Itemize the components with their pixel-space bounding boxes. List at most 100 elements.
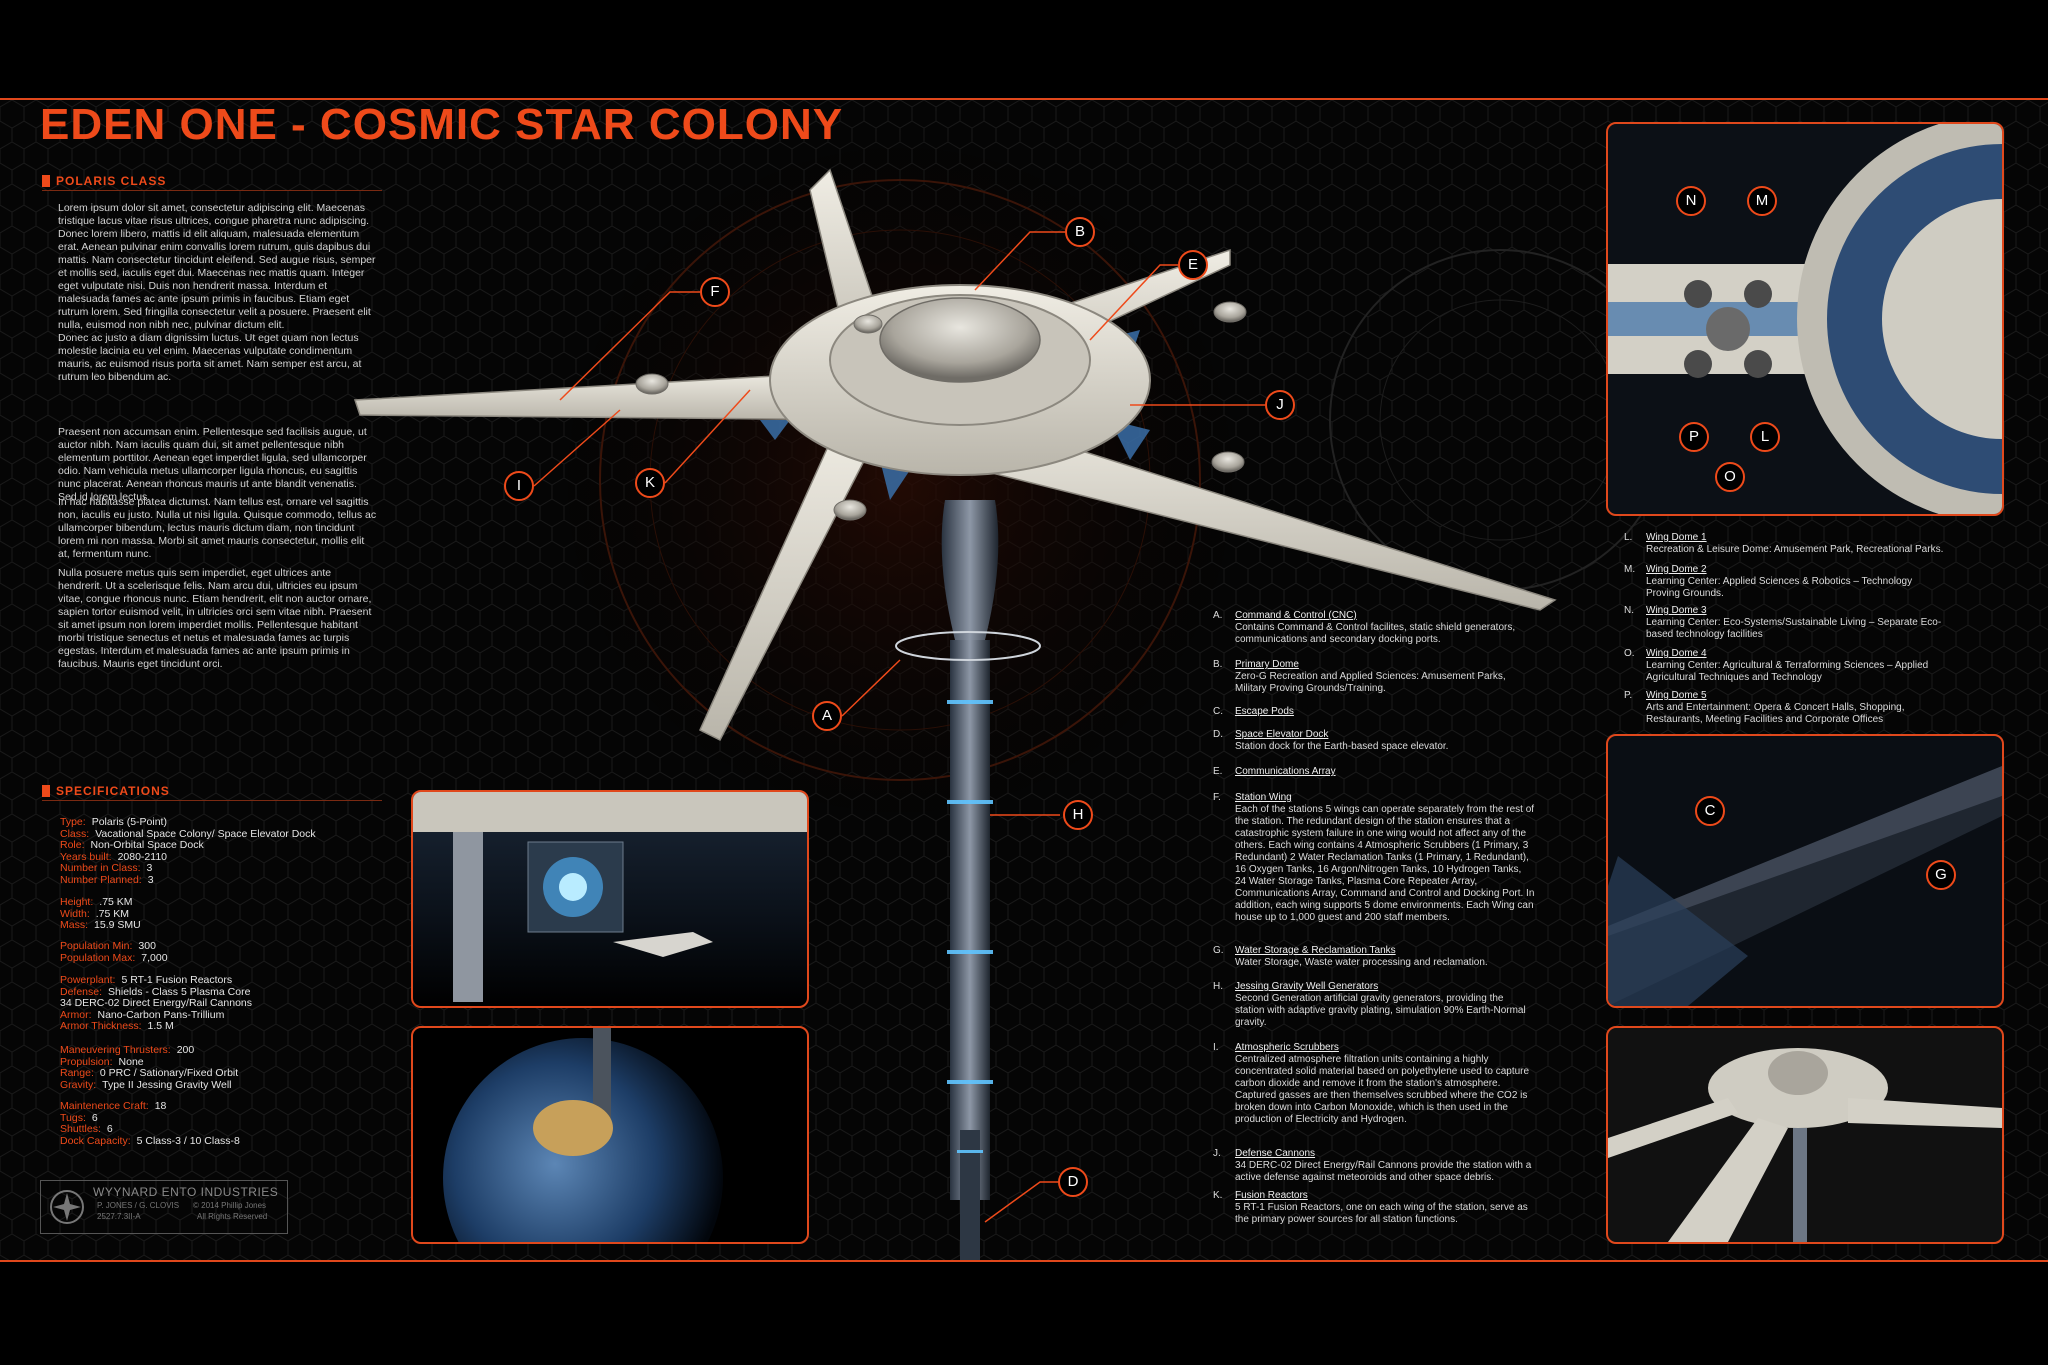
callout-l[interactable]: L: [1750, 422, 1780, 452]
spec-key: Number in Class:: [60, 862, 141, 875]
callout-k[interactable]: K: [635, 468, 665, 498]
callout-m[interactable]: M: [1747, 186, 1777, 216]
spec-value: 3: [146, 862, 153, 875]
specifications-heading: SPECIFICATIONS: [42, 784, 170, 798]
polaris-class-label: POLARIS CLASS: [56, 174, 167, 188]
spec-value: 34 DERC-02 Direct Energy/Rail Cannons: [60, 997, 252, 1010]
escape-pod-closeup: [1608, 766, 2002, 1006]
callout-i[interactable]: I: [504, 471, 534, 501]
item-letter: I.: [1213, 1042, 1219, 1053]
docking-scene: [413, 792, 807, 1002]
spec-row: Number Planned:3: [60, 874, 154, 887]
spec-key: Mass:: [60, 919, 89, 932]
intro-paragraph-4: In hac habitasse platea dictumst. Nam te…: [58, 496, 377, 560]
spec-row: Role:Non-Orbital Space Dock: [60, 839, 204, 852]
spec-key: Maintenence Craft:: [60, 1100, 149, 1112]
item-title: Wing Dome 1: [1646, 532, 1707, 543]
wing-southwest: [699, 419, 882, 742]
item-letter: N.: [1624, 605, 1634, 616]
callout-c[interactable]: C: [1695, 796, 1725, 826]
poster-title: EDEN ONE - COSMIC STAR COLONY: [40, 100, 844, 149]
item-title: Wing Dome 4: [1646, 648, 1707, 659]
item-body: Contains Command & Control facilites, st…: [1235, 622, 1516, 645]
spec-row: Maintenence Craft: 18: [60, 1100, 166, 1113]
spec-row: Population Max:7,000: [60, 952, 168, 965]
spec-row: Number in Class: 3: [60, 862, 152, 875]
component-description: E.Communications Array: [1213, 766, 1535, 778]
primary-dome: [879, 297, 1041, 383]
item-body: Each of the stations 5 wings can operate…: [1235, 804, 1535, 923]
callout-n[interactable]: N: [1676, 186, 1706, 216]
spec-key: Defense:: [60, 985, 103, 998]
callout-g[interactable]: G: [1926, 860, 1956, 890]
wing-dome-closeup: [1608, 124, 2002, 514]
item-body: Centralized atmosphere filtration units …: [1235, 1054, 1530, 1125]
callout-p[interactable]: P: [1679, 422, 1709, 452]
spec-row: Dock Capacity:5 Class-3 / 10 Class-8: [60, 1135, 240, 1148]
spec-row: Years built:2080-2110: [60, 851, 167, 864]
callout-b[interactable]: B: [1065, 217, 1095, 247]
item-letter: D.: [1213, 729, 1223, 740]
spec-row: Defense:Shields - Class 5 Plasma Core: [60, 986, 250, 999]
item-body: 5 RT-1 Fusion Reactors, one on each wing…: [1235, 1202, 1528, 1225]
spec-key: Height:: [60, 896, 94, 908]
hub-closeup: [1608, 1048, 2002, 1242]
callout-j[interactable]: J: [1265, 390, 1295, 420]
logo-authors: P. JONES / G. CLOVIS: [97, 1201, 180, 1210]
spec-value: .75 KM: [95, 907, 130, 920]
top-band: [0, 0, 2048, 98]
spec-key: Powerplant:: [60, 974, 116, 986]
callout-a[interactable]: A: [812, 701, 842, 731]
spec-value: 0 PRC / Sationary/Fixed Orbit: [99, 1067, 239, 1080]
elevator-dock-tip: [960, 1130, 980, 1260]
callout-h[interactable]: H: [1063, 800, 1093, 830]
spec-row: Width: .75 KM: [60, 908, 129, 921]
spec-value: 18: [154, 1100, 167, 1112]
item-letter: A.: [1213, 610, 1223, 621]
inset-wing-domes: [1606, 122, 2004, 516]
callout-d[interactable]: D: [1058, 1167, 1088, 1197]
inset-earth-view: [411, 1026, 809, 1244]
spec-key: Tugs:: [60, 1111, 86, 1124]
spec-row: Armor:Nano-Carbon Pans-Trillium: [60, 1009, 224, 1022]
callout-leaders: [533, 231, 1265, 1223]
callout-e[interactable]: E: [1178, 250, 1208, 280]
spec-key: Role:: [60, 839, 85, 852]
spec-key: Population Min:: [60, 940, 133, 952]
spec-value: 3: [147, 874, 154, 886]
intro-paragraph-2: Donec ac justo a diam dignissim luctus. …: [58, 332, 362, 383]
spec-key: Gravity:: [60, 1078, 97, 1091]
item-title: Command & Control (CNC): [1235, 610, 1357, 621]
spec-key: Width:: [60, 907, 90, 920]
logo-code: 2527.7.3II-A: [97, 1212, 141, 1221]
component-description: C.Escape Pods: [1213, 706, 1535, 718]
spec-key: Dock Capacity:: [60, 1134, 131, 1147]
inset-hub-view: [1606, 1026, 2004, 1244]
gravity-ring: [895, 631, 1041, 661]
item-title: Atmospheric Scrubbers: [1235, 1042, 1339, 1053]
spec-key: Population Max:: [60, 951, 136, 964]
spec-key: Range:: [60, 1067, 94, 1080]
item-title: Wing Dome 2: [1646, 564, 1707, 575]
callout-f[interactable]: F: [700, 277, 730, 307]
item-body: Learning Center: Applied Sciences & Robo…: [1646, 576, 1913, 599]
item-title: Primary Dome: [1235, 659, 1299, 670]
stem-top: [941, 500, 999, 640]
spec-row: Height:.75 KM: [60, 896, 133, 909]
spec-key: Years built:: [60, 850, 112, 863]
callout-o[interactable]: O: [1715, 462, 1745, 492]
item-letter: F.: [1213, 792, 1221, 803]
item-letter: H.: [1213, 981, 1223, 992]
spec-key: Type:: [60, 816, 86, 828]
spec-value: 300: [138, 940, 156, 952]
item-body: Station dock for the Earth-based space e…: [1235, 741, 1449, 752]
intro-paragraph-1: Lorem ipsum dolor sit amet, consectetur …: [58, 202, 376, 331]
spec-key: Armor:: [60, 1008, 92, 1021]
logo-rights: All Rights Reserved: [197, 1212, 268, 1221]
